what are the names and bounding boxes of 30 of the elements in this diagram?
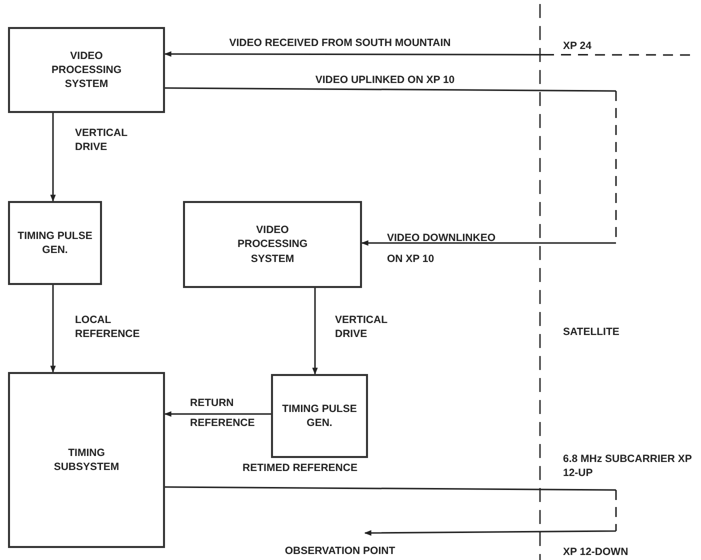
edge-label: VERTICAL DRIVE [75, 127, 128, 154]
process-box [8, 372, 165, 548]
arrow [50, 285, 56, 373]
process-box [271, 374, 368, 458]
edge-label: VIDEO RECEIVED FROM SOUTH MOUNTAIN [228, 37, 452, 51]
box-label: VIDEO PROCESSING SYSTEM [50, 48, 122, 92]
edge-label: VERTICAL DRIVE [335, 314, 388, 342]
edge-label: RETURN REFERENCE [190, 396, 256, 431]
box-label: TIMING SUBSYSTEM [52, 446, 120, 474]
annotation-label: 6.8 MHz SUBCARRIER XP 12-UP [563, 453, 693, 480]
arrow [50, 113, 56, 202]
annotation-label: XP 24 [563, 40, 592, 54]
arrow [165, 87, 617, 246]
edge-label: RETIMED REFERENCE [242, 462, 358, 476]
arrow [164, 411, 271, 417]
process-box [183, 201, 362, 288]
arrow [164, 51, 690, 57]
process-box [8, 27, 165, 113]
box-label: TIMING PULSE GEN. [16, 228, 94, 258]
arrow [165, 486, 617, 536]
edge-label: VIDEO UPLINKED ON XP 10 [314, 74, 456, 88]
arrow [312, 288, 318, 375]
point-label: OBSERVATION POINT [284, 544, 396, 558]
annotation-label: VIDEO DOWNLINKEO ON XP 10 [387, 231, 497, 267]
annotation-label: XP 12-DOWN [563, 546, 630, 560]
annotation-label: SATELLITE [563, 326, 620, 340]
edge-label: LOCAL REFERENCE [75, 314, 141, 342]
box-label: VIDEO PROCESSING SYSTEM [236, 223, 308, 266]
process-box [8, 201, 102, 285]
box-label: TIMING PULSE GEN. [281, 402, 358, 430]
